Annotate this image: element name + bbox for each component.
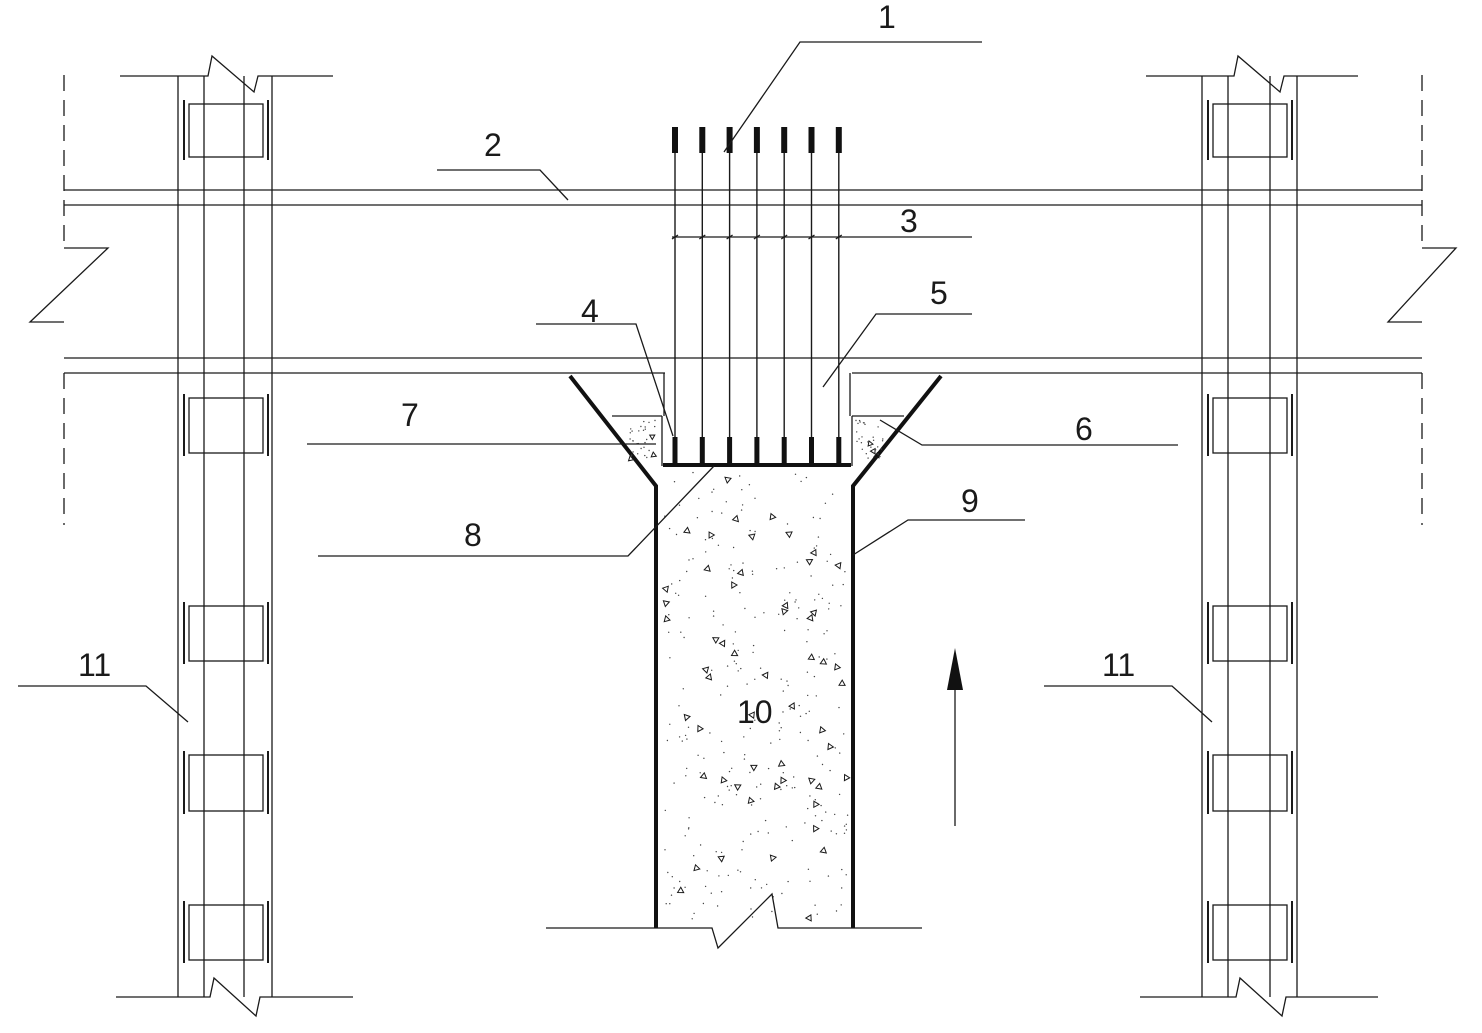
callout-2: 2	[484, 127, 502, 163]
callout-11-right: 11	[1102, 647, 1135, 683]
rebar	[753, 127, 761, 465]
beam	[64, 189, 1422, 374]
rebar	[835, 127, 843, 465]
rebar	[726, 127, 733, 465]
right-break-line	[1386, 75, 1458, 525]
pile-body	[546, 374, 943, 950]
left-break-line	[28, 75, 110, 525]
right-column	[1140, 54, 1378, 1018]
concrete-hatch	[661, 471, 851, 922]
callout-6: 6	[1075, 411, 1093, 447]
leader-lines	[18, 41, 1213, 723]
callout-10: 10	[737, 694, 773, 730]
callout-9: 9	[961, 483, 979, 519]
up-arrow-icon	[947, 648, 963, 826]
callout-11-left: 11	[78, 647, 111, 683]
callout-4: 4	[581, 293, 599, 329]
rebar	[780, 127, 788, 465]
callout-labels: 1 2 3 4 5 6 7 8 9 10 11 11	[78, 0, 1135, 730]
rebar-group	[671, 127, 843, 465]
callout-8: 8	[464, 517, 482, 553]
callout-1: 1	[878, 0, 896, 35]
rebar	[698, 127, 706, 465]
callout-3: 3	[900, 203, 918, 239]
left-column	[116, 54, 353, 1018]
rebar	[671, 127, 679, 465]
grout-hatch	[627, 419, 884, 462]
callout-7: 7	[401, 397, 419, 433]
callout-5: 5	[930, 275, 948, 311]
rebar	[808, 127, 815, 465]
